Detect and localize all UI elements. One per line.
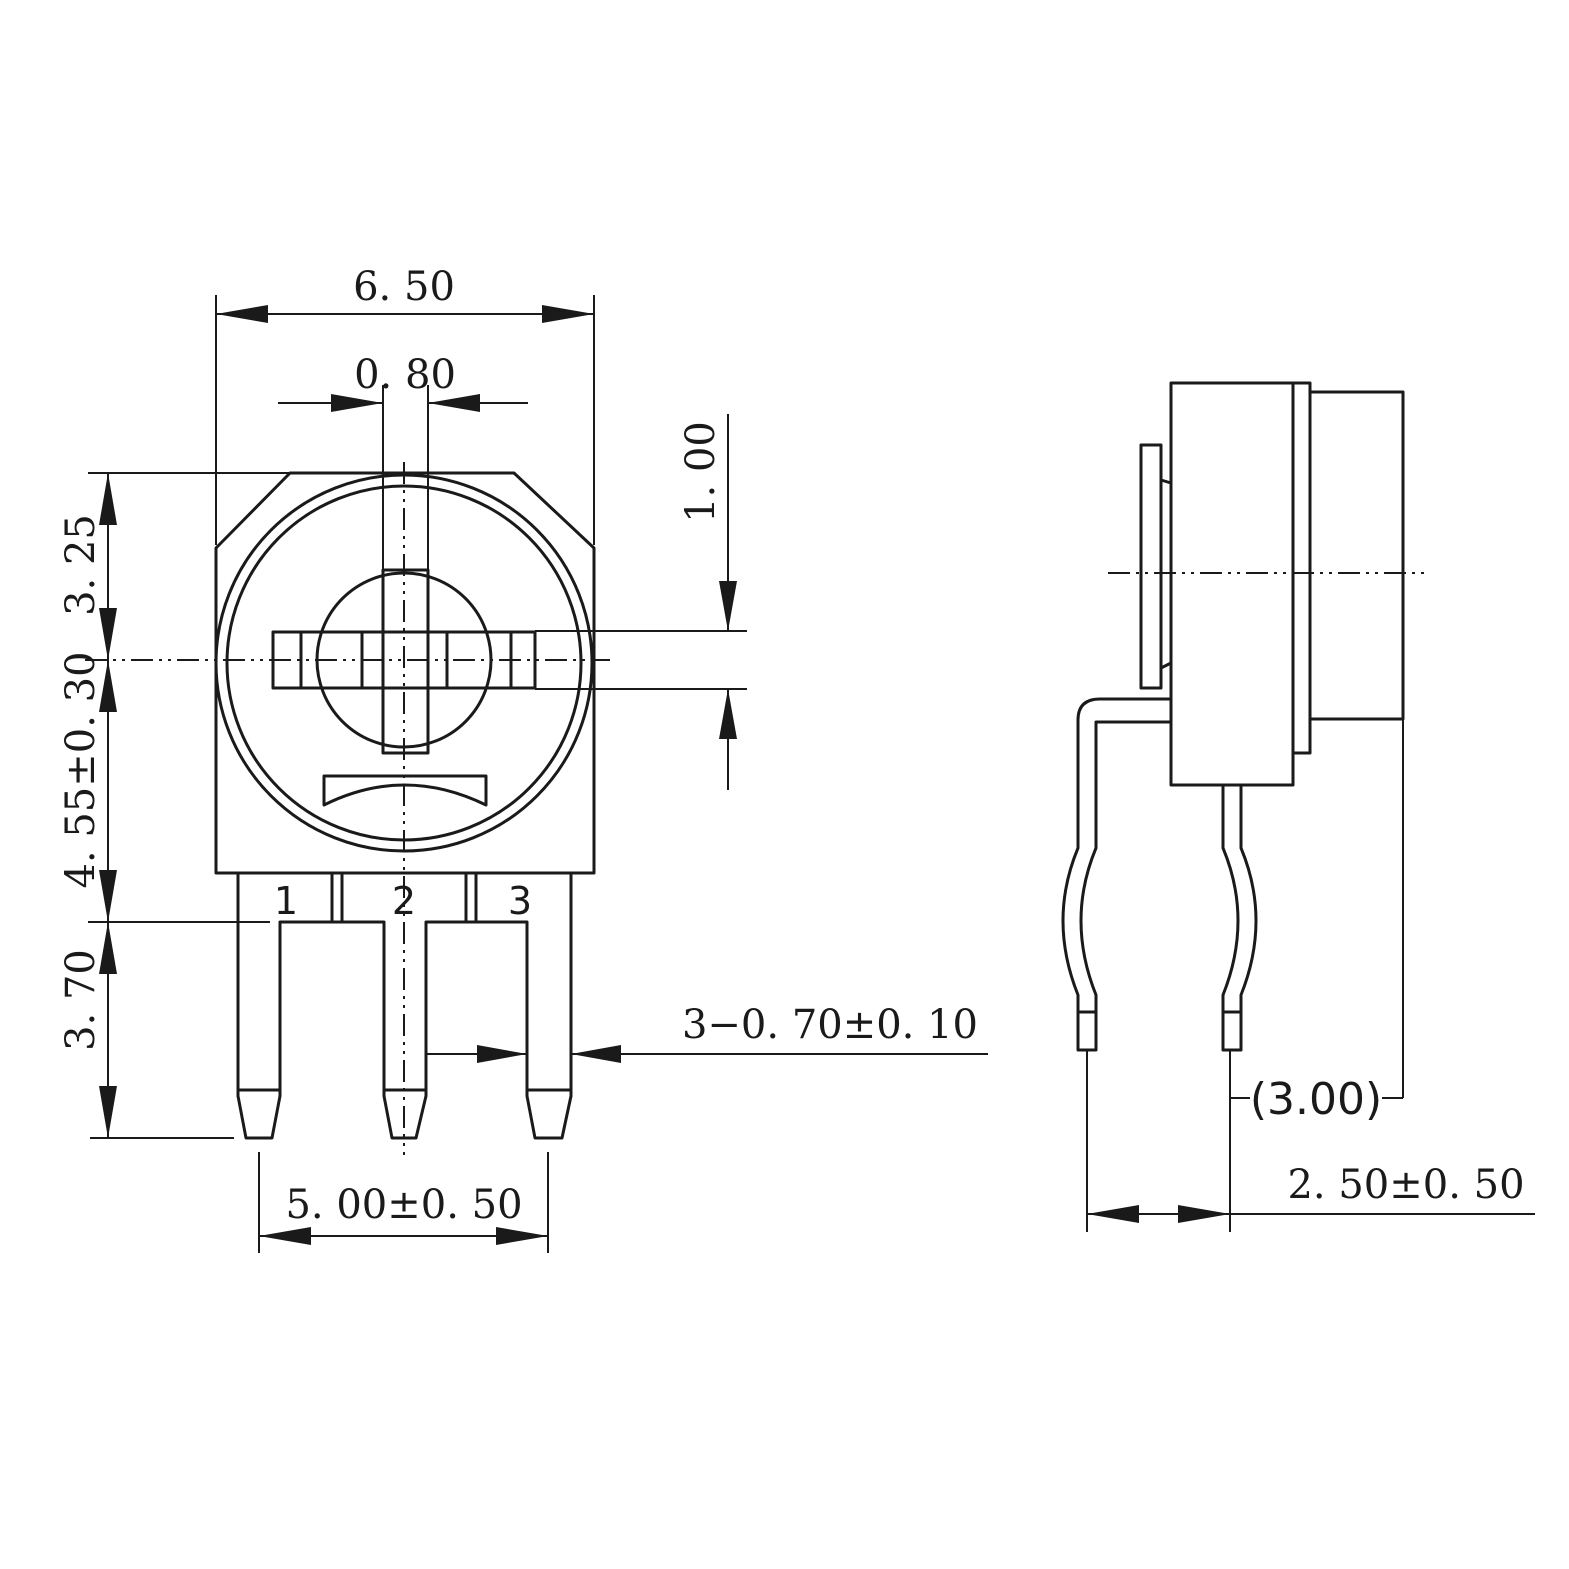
dim-body-width: 6. 50 [353, 264, 455, 310]
pin-2 [340, 920, 468, 1140]
pin-label-3: 3 [508, 879, 532, 923]
side-flange [1291, 381, 1312, 755]
side-knob-face [1139, 443, 1163, 690]
side-view: (3.00) 2. 50±0. 50 [1061, 381, 1535, 1232]
front-view: 1 2 3 6. 50 0. 80 1. 00 3. 25 [58, 264, 988, 1253]
dim-pin-length: 3. 70 [58, 949, 104, 1051]
side-body [1169, 381, 1295, 787]
dim-slot-height: 1. 00 [678, 421, 724, 523]
side-front-lead [1061, 697, 1173, 1052]
adjuster-slot-vertical [381, 568, 430, 755]
dim-lead-offset: 2. 50±0. 50 [1287, 1162, 1524, 1208]
side-back-housing [1308, 390, 1405, 721]
dim-pin-spacing: 5. 00±0. 50 [285, 1182, 522, 1228]
pin-1 [236, 920, 344, 1140]
dim-pin-width: 3−0. 70±0. 10 [682, 1002, 978, 1048]
pin-3 [464, 920, 573, 1140]
side-rear-lead [1221, 783, 1258, 1052]
front-body-outline [214, 471, 596, 875]
dim-top-to-center: 3. 25 [58, 514, 104, 616]
dim-body-depth-ref: (3.00) [1250, 1074, 1382, 1125]
dim-slot-width: 0. 80 [354, 352, 456, 398]
dim-center-to-bottom: 4. 55±0. 30 [58, 651, 104, 888]
wiper-marker [322, 774, 488, 807]
pin-label-1: 1 [274, 879, 298, 923]
